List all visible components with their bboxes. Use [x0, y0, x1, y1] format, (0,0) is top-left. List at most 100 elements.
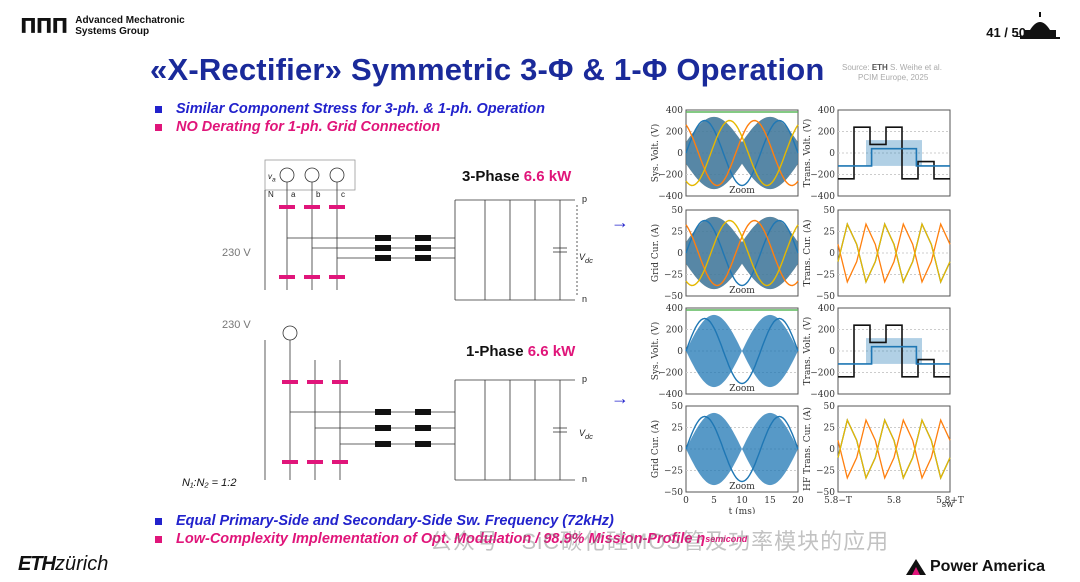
eth-logo-rest: zürich: [55, 553, 109, 575]
y-tick-label: −50: [664, 488, 683, 498]
inductor-icon: [375, 255, 391, 261]
primary-voltage: [838, 126, 950, 180]
y-tick-label: 200: [818, 326, 835, 336]
inductor-icon: [375, 235, 391, 241]
switching-band: [686, 314, 798, 388]
y-tick-label: −200: [658, 171, 683, 181]
y-tick-label: 200: [666, 128, 683, 138]
node-p-top: p: [582, 194, 588, 204]
zoom-label: Zoom: [729, 286, 755, 296]
y-tick-label: 400: [666, 304, 683, 314]
transformer-current: [837, 222, 951, 284]
y-tick-label: 0: [677, 445, 683, 455]
y-tick-label: 50: [672, 402, 684, 412]
three-phase-text: 3-Phase: [462, 168, 520, 185]
eth-zurich-logo: ETHzürich: [18, 553, 108, 576]
source-symbol: v: [268, 172, 272, 181]
vdc-symbol: V: [579, 252, 586, 262]
zoom-label: Zoom: [729, 384, 755, 394]
vdc-label-bottom: Vdc: [579, 428, 593, 441]
transformer-icon: [415, 441, 431, 447]
waveform-plots: 400 200 0 −200 −400 Sys. Volt. (V) Zoom 50 25 0 −2…: [650, 106, 964, 514]
switch-icon: [332, 380, 348, 384]
x-tick-label: 10: [736, 496, 748, 506]
switch-icon: [329, 275, 345, 279]
node-p-bottom: p: [582, 374, 588, 384]
source-prefix: Source:: [842, 63, 870, 72]
y-tick-label: −50: [816, 488, 835, 498]
bullet-item: Low-Complexity Implementation of Opt. Mo…: [155, 530, 747, 548]
secondary-voltage: [838, 147, 950, 167]
y-tick-label: −400: [810, 390, 835, 400]
y-tick-label: −50: [816, 292, 835, 302]
source-citation: Source: ETH S. Weihe et al. PCIM Europe,…: [842, 63, 942, 83]
y-tick-label: −25: [816, 467, 835, 477]
page-rule: [1015, 36, 1025, 37]
zoom-label: Zoom: [729, 482, 755, 492]
inductor-icon: [375, 245, 391, 251]
source-voltage-label: va: [268, 172, 276, 184]
america-word: America: [981, 558, 1046, 575]
bullet-text: Equal Primary-Side and Secondary-Side Sw…: [176, 513, 614, 529]
transformer-current: [837, 418, 951, 480]
arrow-right-icon: →: [611, 388, 629, 408]
source-subscript: a: [272, 176, 276, 184]
top-bullets: Similar Component Stress for 3-ph. & 1-p…: [155, 100, 545, 136]
switching-band: [686, 412, 798, 486]
vdc-subscript: dc: [585, 255, 593, 265]
switch-icon: [279, 275, 295, 279]
inductor-icon: [375, 409, 391, 415]
y-tick-label: −200: [810, 171, 835, 181]
y-tick-label: 0: [829, 347, 835, 357]
y-tick-label: −25: [816, 271, 835, 281]
eth-logo-bold: ETH: [18, 553, 56, 575]
switch-icon: [282, 380, 298, 384]
phase-waveform: [685, 119, 799, 187]
y-tick-label: −25: [664, 467, 683, 477]
voltage-label-bottom: 230 V: [222, 319, 251, 331]
y-tick-label: 25: [824, 424, 836, 434]
power-word: Power: [930, 558, 979, 575]
switch-icon: [329, 205, 345, 209]
switch-icon: [307, 460, 323, 464]
inductor-icon: [375, 425, 391, 431]
switch-icon: [304, 275, 320, 279]
y-axis-label: Sys. Volt. (V): [650, 322, 661, 380]
circuit-schematic: [264, 159, 578, 481]
y-tick-label: 25: [824, 228, 836, 238]
y-tick-label: −50: [664, 292, 683, 302]
switch-icon: [282, 460, 298, 464]
zoom-label: Zoom: [729, 186, 755, 196]
y-axis-label: Sys. Volt. (V): [650, 124, 661, 182]
bullet-item: NO Derating for 1-ph. Grid Connection: [155, 118, 545, 136]
bullet-item: Equal Primary-Side and Secondary-Side Sw…: [155, 512, 747, 530]
voltage-label-top: 230 V: [222, 247, 251, 259]
x-tick-label: 5.8+T: [936, 496, 964, 506]
three-phase-power: 6.6 kW: [523, 168, 572, 185]
y-tick-label: 50: [824, 402, 836, 412]
switch-icon: [332, 460, 348, 464]
y-tick-label: 25: [672, 424, 684, 434]
switching-band: [686, 216, 798, 290]
y-tick-label: 0: [829, 149, 835, 159]
phase-waveform: [685, 219, 799, 287]
phase-label-b: b: [316, 190, 321, 199]
x-tick-subscript: sw: [942, 500, 955, 510]
bullet-subscript: semicond: [705, 534, 748, 544]
bullet-text: Similar Component Stress for 3-ph. & 1-p…: [176, 101, 545, 117]
y-tick-label: 400: [818, 106, 835, 116]
power-america-logo: Power America: [906, 558, 1045, 576]
transformer-icon: [415, 255, 431, 261]
transformer-icon: [415, 409, 431, 415]
neutral-label: N: [268, 190, 274, 199]
y-tick-label: 200: [818, 128, 835, 138]
y-axis-label: Grid Cur. (A): [650, 224, 661, 282]
switch-icon: [307, 380, 323, 384]
ac-source-icon: [282, 325, 298, 341]
y-tick-label: 0: [829, 249, 835, 259]
transformer-icon: [415, 245, 431, 251]
bullet-item: Similar Component Stress for 3-ph. & 1-p…: [155, 100, 545, 118]
